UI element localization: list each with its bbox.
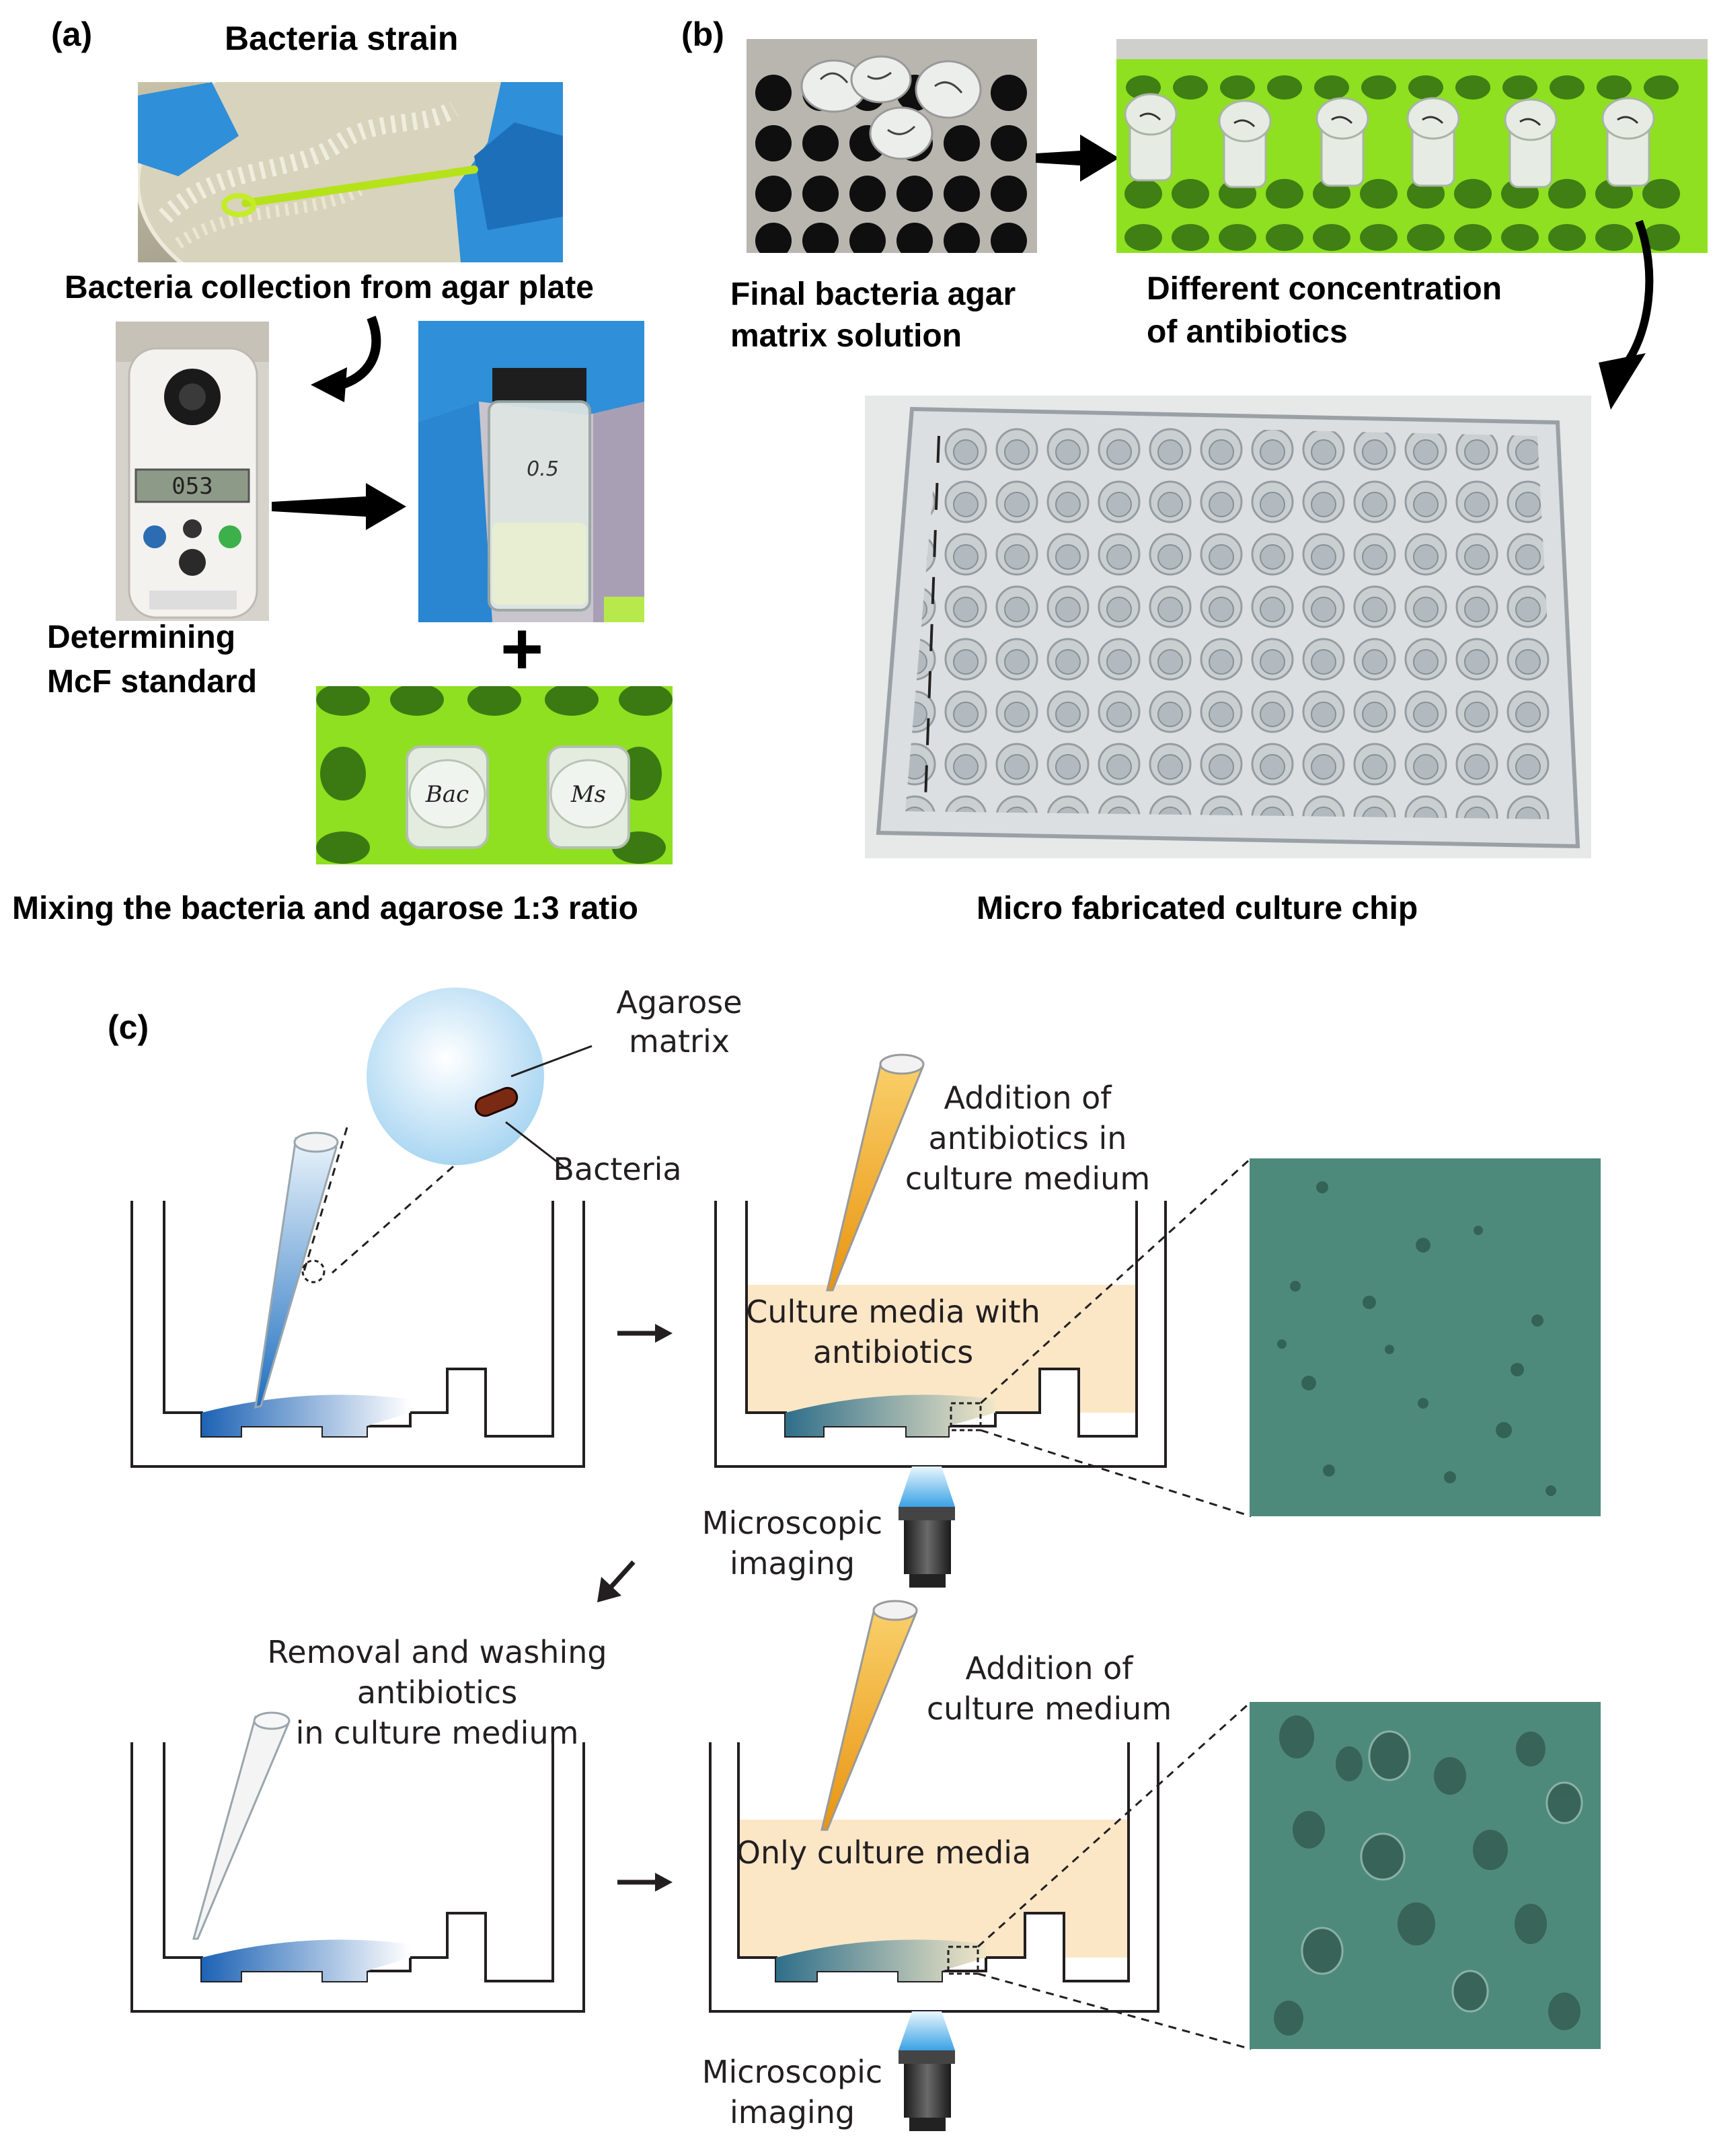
pipette-tip-orange bbox=[821, 1600, 918, 1831]
mixing-tubes-photo: Bac Ms bbox=[316, 686, 673, 864]
curved-arrow-icon bbox=[311, 315, 381, 402]
panel-b-tag: (b) bbox=[681, 15, 724, 53]
pipette-tip-blue bbox=[254, 1131, 339, 1409]
tube-label-1: Bac bbox=[425, 781, 469, 808]
micro-label-2: imaging bbox=[730, 1545, 855, 1582]
agarose-label-1: Agarose bbox=[616, 984, 742, 1020]
microscope-objective-icon bbox=[899, 1466, 955, 1588]
agar-plate-photo bbox=[138, 82, 563, 262]
mixing-label: Mixing the bacteria and agarose 1:3 rati… bbox=[12, 891, 638, 926]
removal-label-3: in culture medium bbox=[296, 1715, 579, 1751]
workflow-schematic: Agarose matrix Bacteria Addition of bbox=[130, 984, 1601, 2131]
arrow-right-icon bbox=[617, 1873, 673, 1892]
media-ab-label-2: antibiotics bbox=[813, 1334, 973, 1370]
only-media-label: Only culture media bbox=[736, 1834, 1032, 1871]
different-label-line2: of antibiotics bbox=[1147, 314, 1348, 350]
chip-label: Micro fabricated culture chip bbox=[977, 891, 1418, 926]
addition-m-label-2: culture medium bbox=[927, 1690, 1172, 1727]
bacteria-label: Bacteria bbox=[553, 1151, 681, 1187]
micro2-label-1: Microscopic bbox=[702, 2054, 882, 2090]
mcf-label-line2: McF standard bbox=[47, 664, 258, 700]
different-label-line1: Different concentration bbox=[1147, 271, 1502, 307]
arrow-right-icon bbox=[617, 1324, 673, 1343]
microscope-objective-icon bbox=[899, 2011, 955, 2131]
agarose-sphere bbox=[303, 988, 593, 1274]
step3-well bbox=[130, 1742, 585, 2013]
micro2-label-2: imaging bbox=[730, 2094, 855, 2130]
agarose-label-2: matrix bbox=[629, 1023, 730, 1060]
micrograph-after bbox=[1250, 1702, 1601, 2049]
densitometer-photo: 053 bbox=[116, 322, 269, 621]
pipette-tip-empty bbox=[192, 1711, 291, 1940]
arrow-right-icon bbox=[1036, 135, 1119, 182]
removal-label-1: Removal and washing bbox=[267, 1634, 607, 1670]
metal-rack-photo bbox=[747, 39, 1037, 253]
removal-label-2: antibiotics bbox=[357, 1674, 517, 1711]
final-label-line2: matrix solution bbox=[730, 318, 962, 354]
vial-photo: 0.5 bbox=[418, 321, 644, 622]
arrow-right-icon bbox=[272, 483, 406, 530]
media-ab-label-1: Culture media with bbox=[746, 1294, 1040, 1330]
tube-label-2: Ms bbox=[570, 781, 606, 808]
step1-well bbox=[130, 1201, 585, 1468]
step2-well bbox=[714, 1157, 1252, 1518]
bacteria-strain-title: Bacteria strain bbox=[225, 20, 459, 57]
micro-label-1: Microscopic bbox=[702, 1505, 882, 1541]
addition-m-label-1: Addition of bbox=[966, 1650, 1135, 1686]
arrow-down-left-icon bbox=[597, 1560, 636, 1602]
addition-ab-label-1: Addition of bbox=[944, 1080, 1113, 1116]
culture-chip-photo bbox=[865, 396, 1591, 858]
curved-arrow-icon bbox=[1599, 219, 1654, 410]
micrograph-before bbox=[1250, 1158, 1601, 1516]
meter-reading: 053 bbox=[171, 473, 213, 500]
mcf-label-line1: Determining bbox=[47, 620, 236, 655]
plus-sign: + bbox=[500, 607, 544, 690]
final-label-line1: Final bacteria agar bbox=[730, 276, 1016, 312]
vial-label: 0.5 bbox=[527, 457, 559, 481]
pipette-tip-orange bbox=[826, 1053, 925, 1292]
addition-ab-label-3: culture medium bbox=[905, 1160, 1150, 1197]
step4-well bbox=[709, 1701, 1252, 2050]
panel-a-tag: (a) bbox=[51, 15, 93, 53]
bacteria-collection-label: Bacteria collection from agar plate bbox=[65, 270, 594, 305]
panel-c-tag: (c) bbox=[108, 1008, 149, 1046]
green-rack-photo bbox=[1116, 39, 1708, 253]
addition-ab-label-2: antibiotics in bbox=[929, 1120, 1127, 1156]
